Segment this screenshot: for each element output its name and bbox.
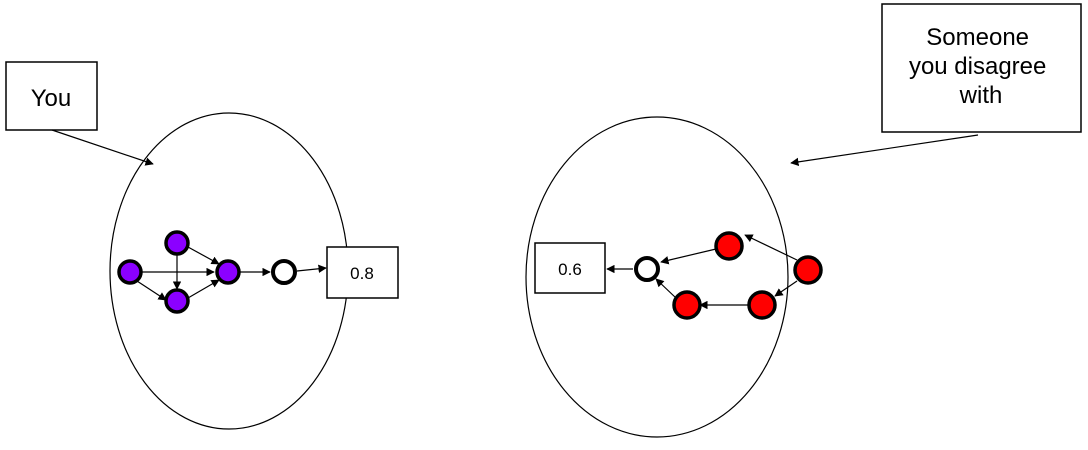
you-node [164, 288, 190, 314]
you-node [164, 230, 190, 256]
someone-label-line-2: you disagree [909, 53, 1046, 80]
someone-hollow-node [634, 256, 660, 282]
you-label: You [31, 85, 72, 112]
someone-graph-edges [606, 234, 798, 310]
you-pointer-arrow [51, 129, 154, 166]
someone-node [714, 231, 744, 261]
someone-node [672, 290, 702, 320]
someone-label-line-1: Someone [926, 24, 1029, 51]
someone-node [793, 255, 823, 285]
someone-score: 0.6 [558, 260, 582, 279]
you-node [215, 259, 241, 285]
someone-label: Someone you disagree with [909, 24, 1053, 109]
someone-node [747, 290, 777, 320]
you-node [117, 259, 143, 285]
you-label-box [5, 61, 98, 131]
someone-graph-nodes [634, 231, 823, 320]
left-person-group: You 0.8 [5, 61, 399, 430]
you-hollow-node [271, 259, 297, 285]
someone-pointer-arrow [790, 134, 979, 167]
right-person-group: Someone you disagree with 0.6 [525, 3, 1082, 438]
someone-score-box [534, 242, 606, 294]
you-score-box [326, 246, 399, 299]
someone-mind-circle [525, 116, 789, 438]
someone-label-line-3: with [959, 82, 1003, 109]
you-score: 0.8 [350, 264, 374, 283]
you-graph-nodes [117, 230, 297, 314]
someone-label-box [881, 3, 1082, 133]
you-graph-edges [136, 246, 327, 301]
